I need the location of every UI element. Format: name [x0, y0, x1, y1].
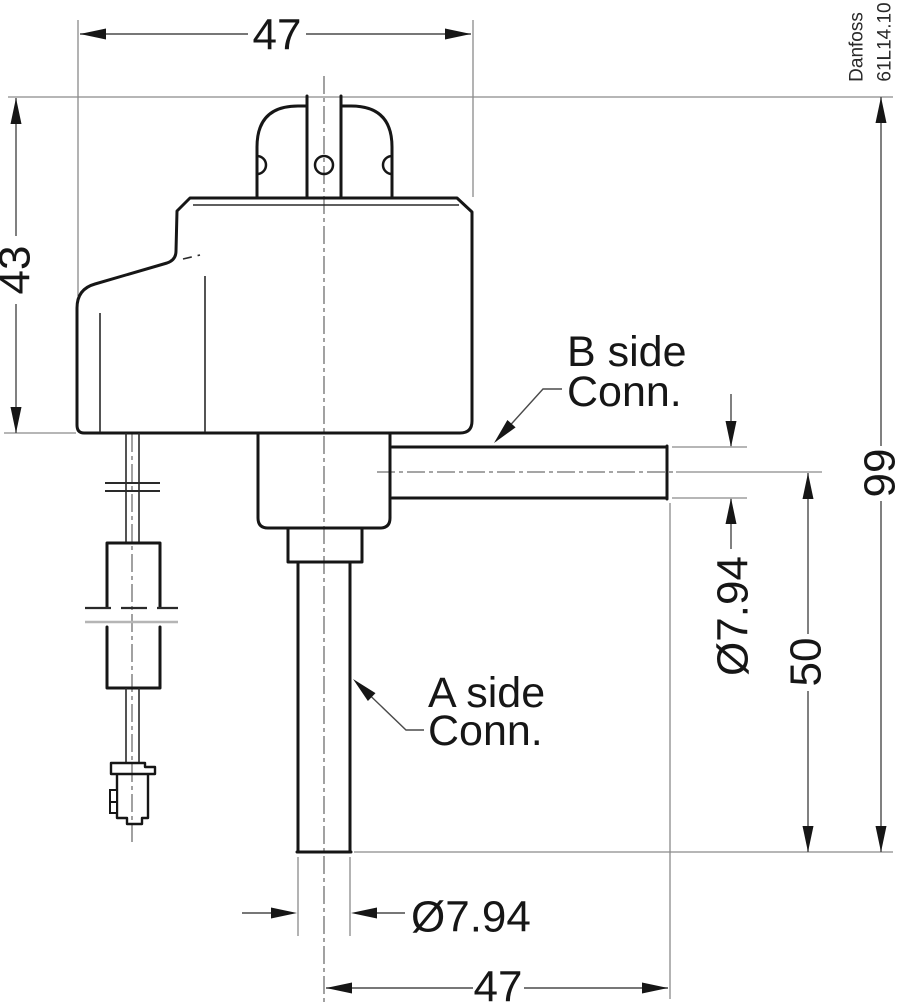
arrowhead	[353, 679, 376, 701]
dim-bottom-width-value: 47	[474, 963, 523, 1006]
drawing-code: 61L14.10	[875, 2, 896, 81]
brand-danfoss: Danfoss	[847, 12, 868, 82]
dim-body-height: 43	[0, 98, 40, 433]
dim-a-tube-length: 50	[782, 473, 831, 852]
coil-dome	[255, 94, 394, 200]
connector-pin	[109, 789, 118, 803]
arrowhead	[10, 98, 22, 124]
b-side-label-line1: B side	[567, 328, 687, 376]
arrowhead	[642, 982, 668, 994]
label-b-side-conn: B side Conn.	[494, 328, 687, 443]
b-side-tube	[390, 444, 669, 501]
dim-top-width-value: 47	[253, 11, 302, 60]
centerlines	[131, 76, 674, 1002]
arrowhead	[725, 498, 737, 524]
arrowhead	[80, 28, 106, 40]
cable-connector	[109, 761, 157, 826]
brand-mark: Danfoss 61L14.10	[847, 2, 896, 81]
dim-a-tube-length-value: 50	[782, 638, 831, 687]
a-side-label-line1: A side	[428, 669, 545, 717]
arrowhead	[875, 826, 887, 852]
dim-a-tube-diameter: Ø7.94	[242, 893, 531, 942]
arrowhead	[10, 407, 22, 433]
a-side-label-line2: Conn.	[428, 707, 543, 755]
arrowhead	[875, 97, 887, 123]
a-side-tube	[295, 560, 353, 854]
dim-top-width: 47	[80, 11, 471, 60]
arrowhead	[271, 907, 297, 919]
b-side-label-line2: Conn.	[567, 368, 682, 416]
coil-cable-assembly	[85, 433, 178, 826]
mounting-hole-left	[256, 154, 268, 176]
arrowhead	[802, 826, 814, 852]
mounting-hole-right	[381, 154, 393, 176]
arrowhead	[351, 907, 377, 919]
label-a-side-conn: A side Conn.	[353, 669, 545, 755]
arrowhead	[725, 421, 737, 447]
connector-pin	[109, 801, 118, 814]
valve-body-outline	[75, 196, 474, 435]
dim-total-height-value: 99	[856, 449, 900, 498]
dim-body-height-value: 43	[0, 246, 40, 295]
extension-lines	[4, 20, 893, 999]
arrowhead	[326, 982, 352, 994]
arrowhead	[445, 28, 471, 40]
dim-a-tube-diameter-value: Ø7.94	[411, 893, 531, 942]
arrowhead	[494, 420, 516, 443]
arrowhead	[802, 473, 814, 499]
valve-lower-block	[256, 431, 392, 564]
dim-b-tube-diameter-value: Ø7.94	[709, 556, 758, 676]
mounting-hole-center	[313, 154, 335, 176]
dim-total-height: 99	[856, 97, 900, 852]
dim-b-tube-diameter: Ø7.94	[709, 394, 758, 676]
dim-bottom-width: 47	[326, 963, 668, 1006]
